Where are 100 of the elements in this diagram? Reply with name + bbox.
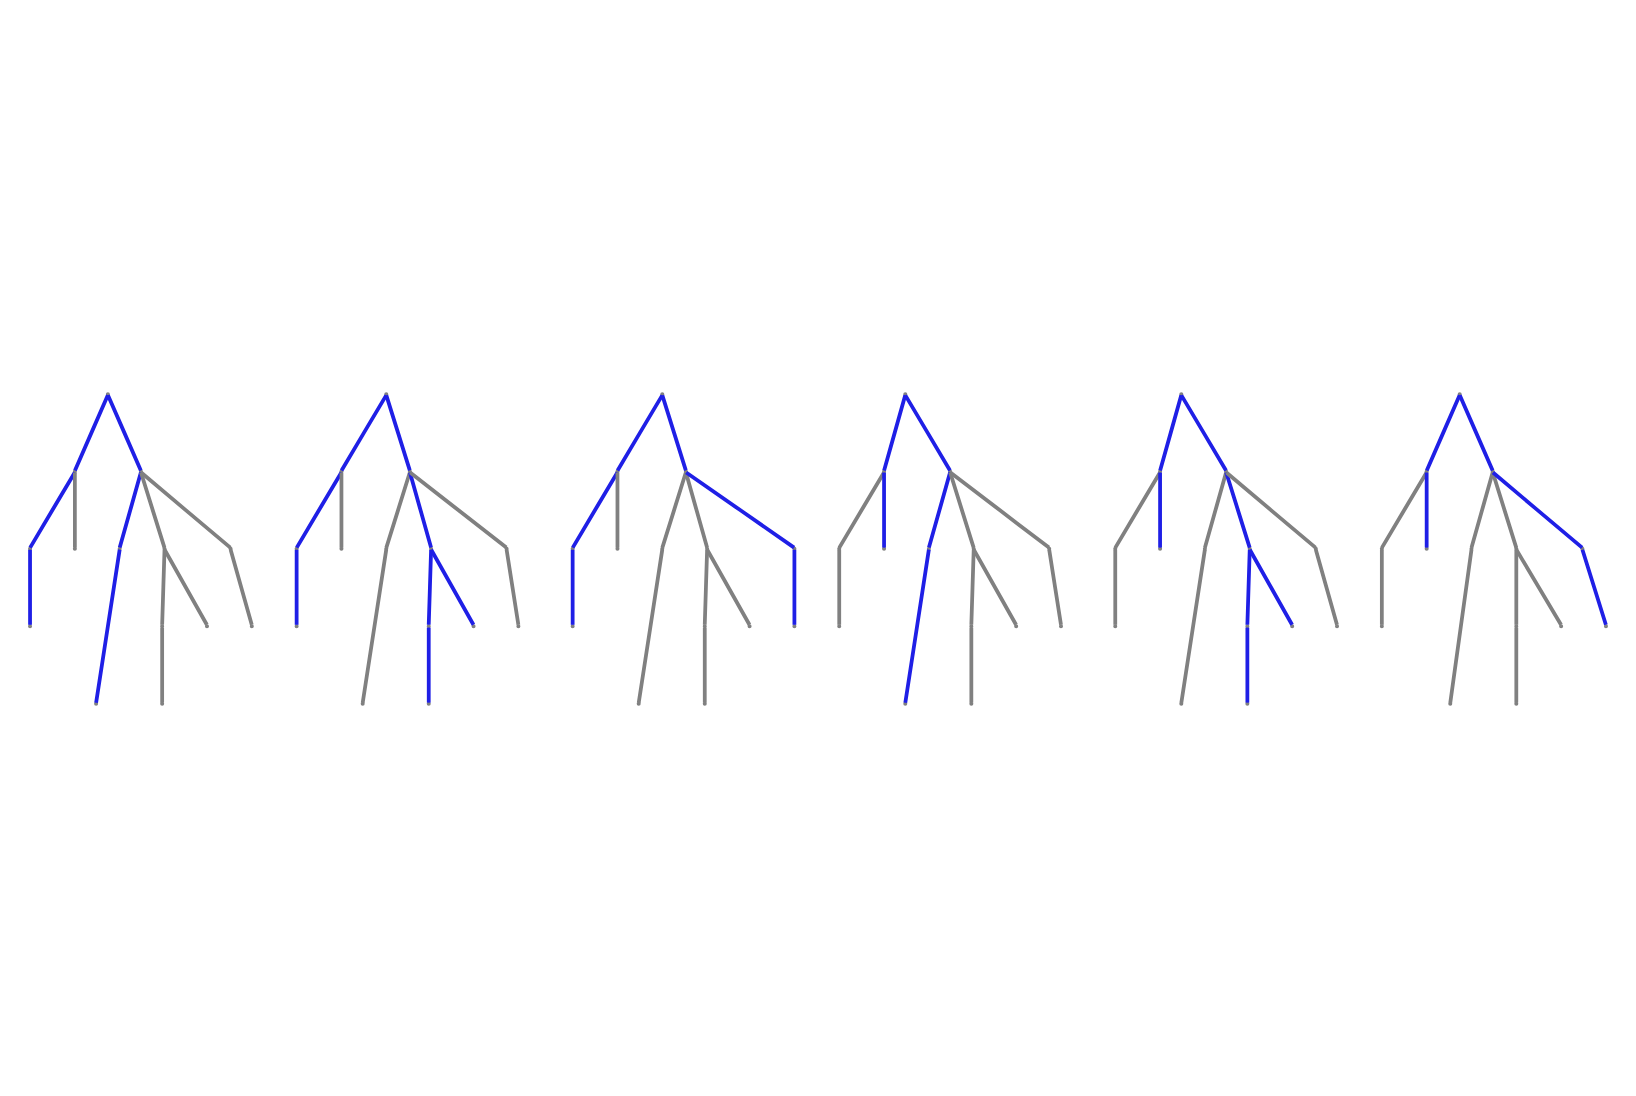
connector [1580, 548, 1608, 625]
node-point [339, 545, 344, 550]
node-point [702, 700, 707, 705]
connector [1514, 626, 1519, 702]
connector [1514, 548, 1519, 624]
connector [1158, 471, 1162, 547]
node-point [747, 623, 752, 628]
connector [792, 548, 797, 624]
connector [1448, 548, 1474, 702]
node-point [138, 468, 143, 473]
connector [615, 471, 620, 547]
node-point [1603, 623, 1608, 628]
node-point [837, 623, 842, 628]
node-point [1202, 545, 1207, 550]
connector [882, 471, 886, 547]
node-point [1058, 623, 1063, 628]
node-point [360, 700, 365, 705]
node-point [837, 545, 842, 550]
node-point [204, 623, 209, 628]
node-point [1113, 545, 1118, 550]
node-point [1379, 545, 1384, 550]
node-point [384, 545, 389, 550]
node-point [660, 545, 665, 550]
connector [969, 626, 974, 702]
connector [837, 548, 842, 624]
node-point [1457, 391, 1462, 396]
node-point [429, 545, 434, 550]
node-point [1245, 623, 1250, 628]
node-point [1179, 391, 1184, 396]
connector [927, 471, 952, 548]
node-point [1580, 545, 1585, 550]
node-point [384, 391, 389, 396]
connector [702, 626, 707, 702]
node-point [926, 545, 931, 550]
node-point [792, 545, 797, 550]
node-point [162, 545, 167, 550]
node-point [1245, 700, 1250, 705]
connector [1245, 626, 1250, 702]
node-point [28, 623, 33, 628]
node-point [1158, 468, 1163, 473]
connector [408, 471, 433, 548]
node-point [1469, 545, 1474, 550]
node-point [1179, 700, 1184, 705]
connector [429, 547, 476, 625]
node-point [228, 545, 233, 550]
node-point [615, 545, 620, 550]
connector [94, 548, 122, 703]
node-point [971, 545, 976, 550]
connector [339, 471, 344, 547]
connector [426, 626, 431, 702]
connector [684, 471, 709, 548]
node-point [471, 623, 476, 628]
connector [702, 548, 709, 624]
node-point [1113, 623, 1118, 628]
connector [969, 548, 976, 624]
node-point [570, 545, 575, 550]
connector [570, 548, 575, 624]
connector [1245, 548, 1252, 624]
connector [228, 548, 254, 625]
connector [160, 548, 167, 624]
node-point [1424, 545, 1429, 550]
node-point [1514, 545, 1519, 550]
node-point [1290, 623, 1295, 628]
connector [504, 548, 521, 625]
connector [1424, 471, 1429, 547]
node-point [1047, 545, 1052, 550]
node-point [615, 468, 620, 473]
node-point [516, 623, 521, 628]
connector [1113, 548, 1118, 624]
node-point [948, 468, 953, 473]
connector [1203, 471, 1228, 548]
connector [1379, 548, 1384, 624]
node-point [28, 545, 33, 550]
node-point [294, 545, 299, 550]
connector [426, 548, 433, 624]
node-point [339, 468, 344, 473]
node-point [94, 700, 99, 705]
node-point [1559, 623, 1564, 628]
node-point [1490, 468, 1495, 473]
node-point [882, 468, 887, 473]
node-point [72, 468, 77, 473]
node-point [1424, 468, 1429, 473]
node-point [72, 545, 77, 550]
node-point [160, 700, 165, 705]
connector [160, 626, 165, 702]
node-point [882, 545, 887, 550]
node-point [636, 700, 641, 705]
node-point [683, 468, 688, 473]
connector [705, 547, 752, 625]
node-point [1158, 545, 1163, 550]
connector [28, 548, 32, 624]
node-point [570, 623, 575, 628]
node-point [249, 623, 254, 628]
connector [72, 471, 77, 547]
node-point [1448, 700, 1453, 705]
connector [1047, 548, 1063, 625]
node-point [294, 623, 299, 628]
node-point [1379, 623, 1384, 628]
node-point [1014, 623, 1019, 628]
node-point [1224, 468, 1229, 473]
